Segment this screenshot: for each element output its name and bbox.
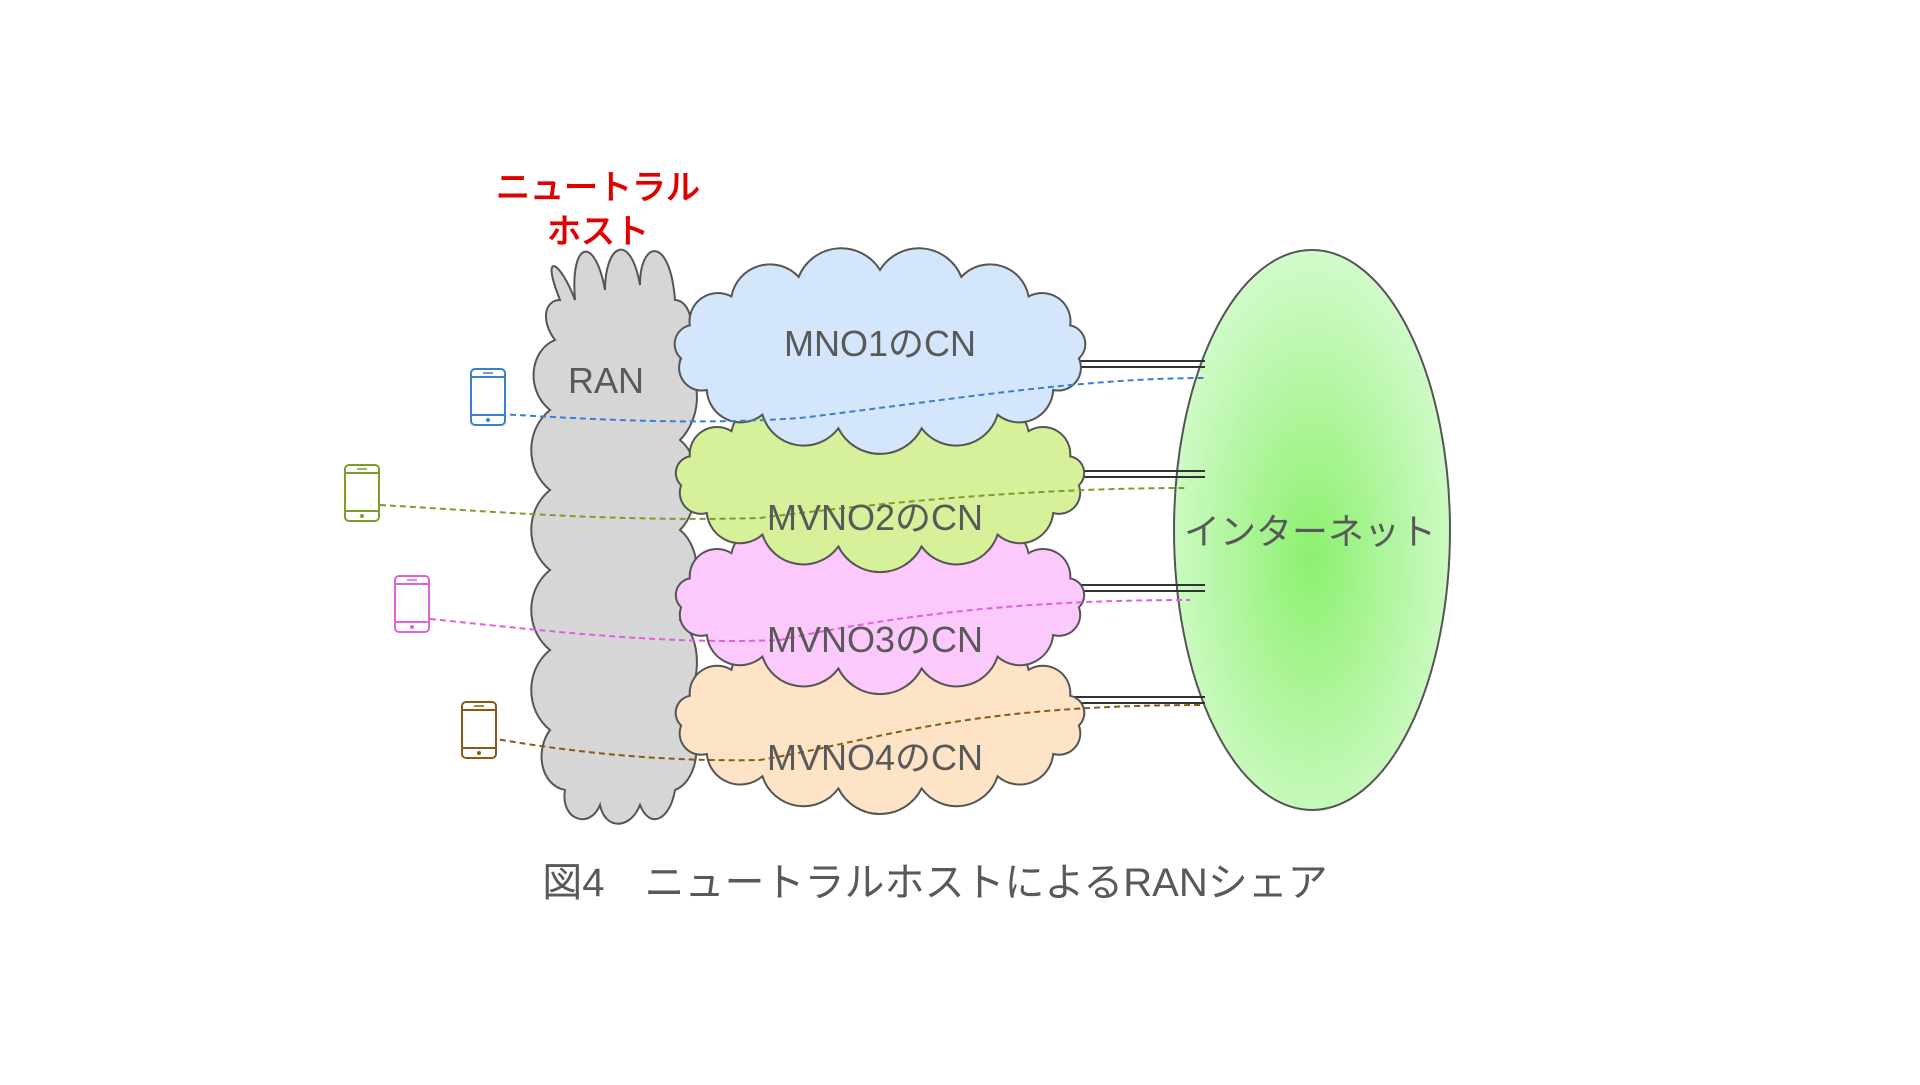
host-label-line-1: ニュートラル	[496, 169, 700, 207]
phone-icon	[470, 368, 506, 426]
internet-label: インターネット	[1184, 511, 1436, 552]
phones	[344, 368, 506, 759]
cn-label-0: MNO1のCN	[784, 323, 976, 364]
cn-label-2: MVNO3のCN	[767, 619, 983, 660]
phone-icon	[461, 701, 497, 759]
host-label-line-2: ホスト	[547, 213, 649, 251]
ran-cloud	[530, 248, 698, 825]
device-path-3	[489, 704, 1206, 762]
phone-icon	[394, 575, 430, 633]
ran-cloud-shape	[530, 248, 698, 825]
device-paths	[379, 377, 1206, 762]
ran-label: RAN	[568, 360, 644, 401]
phone-icon	[344, 464, 380, 522]
figure-caption: 図4 ニュートラルホストによるRANシェア	[542, 861, 1328, 905]
cn-cloud-0	[673, 247, 1087, 455]
internet-ellipse	[1173, 249, 1451, 811]
device-path-2	[419, 599, 1191, 642]
device-path-1	[379, 487, 1186, 520]
cn-label-1: MVNO2のCN	[767, 497, 983, 538]
device-path-0	[499, 377, 1206, 423]
core-network-clouds	[673, 247, 1087, 815]
cn-label-3: MVNO4のCN	[767, 737, 983, 778]
